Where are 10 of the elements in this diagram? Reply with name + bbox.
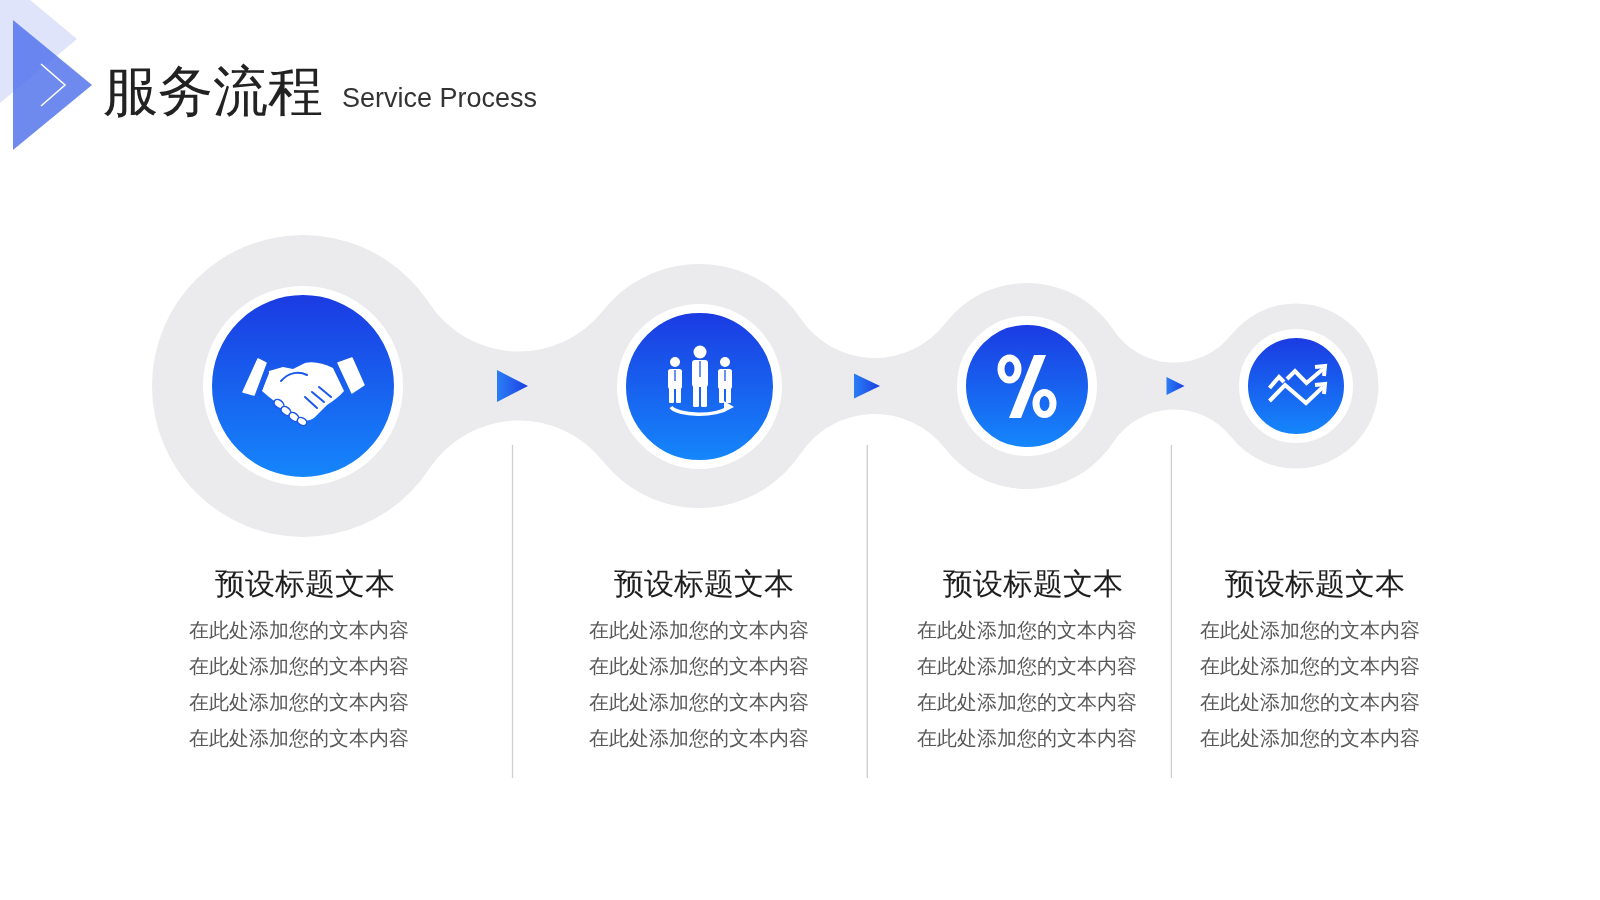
step-description: 在此处添加您的文本内容在此处添加您的文本内容在此处添加您的文本内容在此处添加您的文本内容 bbox=[188, 618, 410, 751]
step-description: 在此处添加您的文本内容在此处添加您的文本内容在此处添加您的文本内容在此处添加您的文本内容 bbox=[588, 618, 810, 751]
step-title: 预设标题文本 bbox=[614, 566, 794, 602]
step-description: 在此处添加您的文本内容在此处添加您的文本内容在此处添加您的文本内容在此处添加您的文本内容 bbox=[1199, 618, 1421, 751]
step-title: 预设标题文本 bbox=[1225, 566, 1406, 602]
step-description: 在此处添加您的文本内容在此处添加您的文本内容在此处添加您的文本内容在此处添加您的文本内容 bbox=[915, 618, 1138, 751]
page-title: 服务流程 bbox=[103, 64, 323, 119]
step-title: 预设标题文本 bbox=[214, 566, 395, 602]
step-title: 预设标题文本 bbox=[942, 566, 1123, 602]
page-subtitle: Service Process bbox=[342, 85, 538, 112]
